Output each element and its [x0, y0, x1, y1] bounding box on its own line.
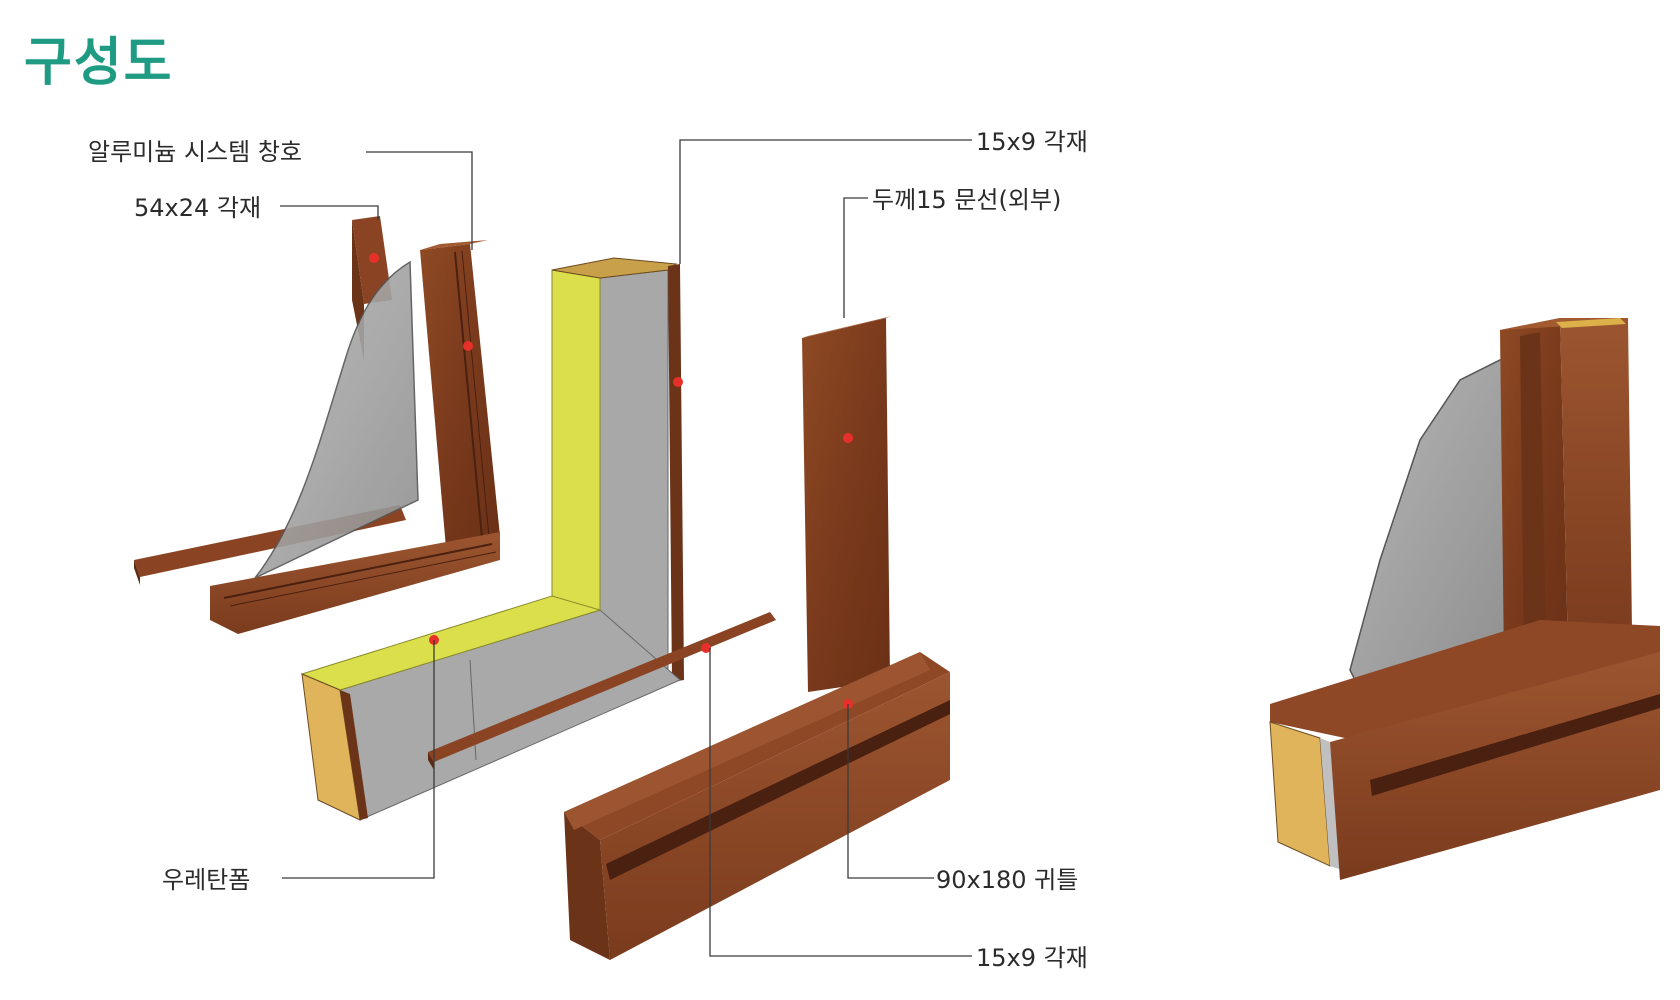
- foam-yellow-vertical: [551, 269, 601, 611]
- assembled-sill-side: [1330, 652, 1660, 880]
- trim-and-sill-part: [564, 316, 950, 960]
- leader-lines: [280, 139, 972, 957]
- label-door-frame: 두께15 문선(외부): [872, 186, 1061, 214]
- label-sill: 90x180 귀틀: [936, 866, 1078, 894]
- leader-door-frame: [843, 197, 868, 318]
- label-15x9-top: 15x9 각재: [976, 128, 1088, 156]
- door-frame-board-edge: [802, 316, 892, 338]
- leader-15x9-top: [679, 139, 972, 264]
- assembled-sill-top: [1270, 620, 1660, 752]
- label-urethane-foam: 우레탄폼: [162, 866, 250, 894]
- marker-15x9-bottom: [701, 643, 711, 653]
- sill-side: [600, 672, 950, 960]
- marker-15x9-top: [673, 377, 683, 387]
- door-frame-board: [802, 318, 890, 692]
- timber-15x9-strip: [428, 612, 776, 762]
- aluminum-window-part: [134, 216, 500, 634]
- urethane-foam-part: [300, 257, 776, 821]
- marker-54x24: [369, 253, 379, 263]
- label-aluminum-window: 알루미늄 시스템 창호: [88, 138, 302, 166]
- assembled-sill-edge: [1320, 738, 1342, 870]
- window-frame-vertical-top: [420, 240, 488, 250]
- assembled-sill-groove: [1370, 694, 1660, 796]
- sill-groove: [606, 700, 950, 880]
- window-frame-vertical: [420, 244, 500, 548]
- leader-15x9-bottom: [709, 648, 972, 957]
- assembled-top-foam: [1556, 318, 1626, 328]
- frame-edge-strip: [668, 264, 684, 682]
- timber-54x24-horizontal-end: [134, 560, 140, 585]
- label-15x9-bottom: 15x9 각재: [976, 944, 1088, 972]
- leader-aluminum-window: [366, 151, 473, 250]
- marker-aluminum-window: [463, 341, 473, 351]
- leader-urethane-foam: [282, 640, 435, 879]
- assembled-post-right: [1560, 318, 1632, 650]
- foam-front-edge: [340, 690, 368, 820]
- marker-door-frame: [843, 433, 853, 443]
- assembled-window-frame: [1269, 318, 1660, 880]
- assembled-post-inner: [1520, 332, 1546, 656]
- glass-pane: [254, 260, 419, 579]
- leader-54x24: [280, 205, 379, 220]
- sill-front: [564, 812, 610, 960]
- timber-15x9-strip-end: [428, 752, 434, 770]
- page-title: 구성도: [24, 33, 174, 93]
- sill-step: [564, 652, 930, 830]
- leader-sill: [847, 704, 934, 879]
- label-54x24: 54x24 각재: [134, 194, 261, 222]
